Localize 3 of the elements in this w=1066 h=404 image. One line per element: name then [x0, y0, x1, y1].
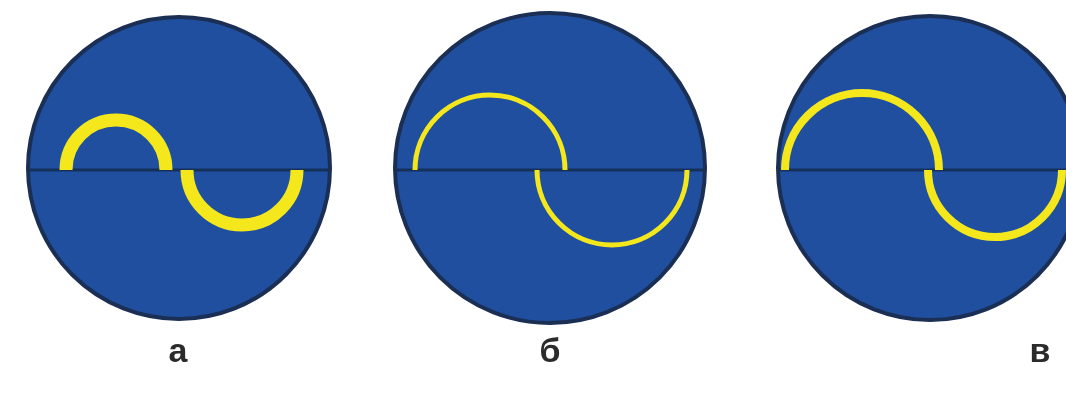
panel-letter: а — [167, 330, 189, 370]
panel-letter: б — [538, 330, 562, 370]
panel-letter: в — [1028, 330, 1052, 370]
